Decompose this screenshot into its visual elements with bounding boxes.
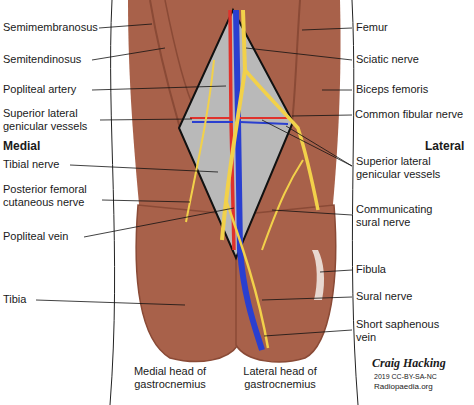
leader-line [102,200,190,202]
anatomy-label: Sural nerve [356,290,456,303]
common-fibular-nerve-drawing [245,70,318,210]
leader-line [100,119,192,120]
leader-line [262,120,352,166]
leader-line [246,48,352,60]
leader-line [84,208,234,237]
leader-line [264,330,352,336]
anatomy-label: Common fibular nerve [355,108,472,121]
lateral-gastrocnemius [236,205,336,362]
anatomy-label: Short saphenous vein [356,318,456,344]
leader-line [286,126,352,166]
leader-line [262,297,352,300]
anatomy-label: Medial [3,139,103,153]
skin-outline [110,0,115,405]
tibial-nerve-drawing [222,10,245,240]
anatomy-label: Semimembranosus [3,21,113,34]
genicular-artery [190,117,290,119]
anatomy-label: Posterior femoral cutaneous nerve [3,183,103,209]
leader-line [302,28,352,30]
anatomy-label: Superior lateral genicular vessels [3,107,98,133]
anatomy-label: Tibial nerve [3,158,103,171]
muscle-edge [150,0,180,128]
anatomy-label: Fibula [356,263,456,276]
muscle-edge [165,0,195,110]
anatomy-label: Medial head of gastrocnemius [125,365,215,391]
posterior-femoral-cutaneous-drawing [186,60,214,222]
anatomy-label: Tibia [3,293,103,306]
anatomy-label: Popliteal vein [3,230,103,243]
leader-line [92,86,226,90]
sural-nerve-drawing [226,200,268,348]
anatomy-label: Superior lateral genicular vessels [356,155,456,181]
anatomy-label: Lateral [425,139,472,153]
leader-line [99,24,152,28]
watermark: Craig Hacking [372,356,472,370]
muscle-edge [292,0,300,122]
anatomy-label: Popliteal artery [3,83,113,96]
anatomy-label: Femur [356,21,472,34]
leader-line [36,300,185,305]
leader-line [322,90,352,91]
leader-line [70,165,218,172]
anatomy-label: Lateral head of gastrocnemius [235,365,325,391]
fibula-head [312,250,324,300]
leader-lines [36,24,352,336]
leader-line [272,210,352,215]
watermark: Radiopaedia.org [374,382,469,392]
anatomy-label: Biceps femoris [356,83,472,96]
anatomy-label: Communicating sural nerve [356,203,456,229]
anatomy-label: Sciatic nerve [356,53,472,66]
leader-line [320,270,352,272]
watermark: 2019 CC-BY-SA-NC [374,373,469,381]
communicating-sural-drawing [262,160,303,250]
anatomy-label: Semitendinosus [3,53,113,66]
leader-line [92,48,165,60]
leader-line [292,115,352,116]
